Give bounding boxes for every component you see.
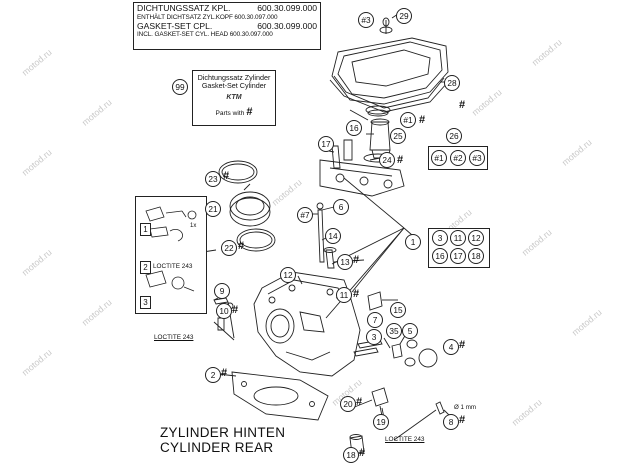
- hash-mark: #: [419, 114, 426, 126]
- brand-logo: KTM: [226, 93, 242, 101]
- hash-mark: #: [221, 367, 228, 379]
- callout: #1: [400, 112, 416, 128]
- kit-parts-mark: #: [246, 106, 253, 119]
- callout: 99: [172, 79, 188, 95]
- callout: 16: [432, 248, 448, 264]
- intake-boot-drawing: [229, 191, 271, 221]
- callout: 2: [205, 367, 221, 383]
- callout: 10: [216, 303, 232, 319]
- dimension-label: Ø 1 mm: [454, 404, 477, 411]
- callout: #3: [358, 12, 374, 28]
- inset-step-1: 1: [140, 223, 151, 236]
- callout: 28: [444, 75, 460, 91]
- callout: 12: [280, 267, 296, 283]
- section-title-en: CYLINDER REAR: [160, 440, 274, 455]
- callout: 18: [468, 248, 484, 264]
- head-gasket-drawing: [231, 371, 329, 421]
- inset-mark-1x: 1x: [190, 223, 197, 229]
- hose-clamp-drawing: [218, 160, 258, 184]
- hose-clamp-drawing: [236, 228, 276, 252]
- callout: 22: [221, 240, 237, 256]
- hash-mark: #: [356, 396, 363, 408]
- callout: 1: [405, 234, 421, 250]
- hash-mark: #: [359, 447, 366, 459]
- header-line1-value: 600.30.099.000: [257, 3, 317, 13]
- callout: 13: [337, 254, 353, 270]
- callout: 15: [390, 302, 406, 318]
- callout: #1: [431, 150, 447, 166]
- callout: 11: [336, 287, 352, 303]
- inset-loctite-label: LOCTITE 243: [153, 263, 193, 270]
- hash-mark: #: [353, 254, 360, 266]
- callout: 3: [432, 230, 448, 246]
- callout: 7: [367, 312, 383, 328]
- header-line4: INCL. GASKET-SET CYL. HEAD 600.30.097.00…: [137, 31, 273, 39]
- section-title-de: ZYLINDER HINTEN: [160, 425, 286, 440]
- hash-mark: #: [223, 170, 230, 182]
- callout: 20: [340, 396, 356, 412]
- header-line1-label: DICHTUNGSSATZ KPL.: [137, 3, 231, 13]
- hash-mark: #: [353, 288, 360, 300]
- callout: 8: [443, 414, 459, 430]
- loctite-label-bottom: LOCTITE 243: [385, 436, 425, 443]
- callout: 11: [450, 230, 466, 246]
- callout: 9: [214, 283, 230, 299]
- callout: 19: [373, 414, 389, 430]
- callout: 21: [205, 201, 221, 217]
- hash-mark: #: [238, 240, 245, 252]
- gasket-kit-box: Dichtungssatz Zylinder Gasket-Set Cylind…: [192, 70, 276, 126]
- hash-mark: #: [459, 99, 466, 111]
- callout: 23: [205, 171, 221, 187]
- kit-title-en: Gasket-Set Cylinder: [201, 81, 267, 91]
- hash-mark: #: [459, 339, 466, 351]
- gasket-set-header: DICHTUNGSSATZ KPL. 600.30.099.000 ENTHÄLT…: [133, 2, 321, 50]
- callout: 16: [346, 120, 362, 136]
- loctite-label-left: LOCTITE 243: [154, 334, 194, 341]
- callout: 14: [325, 228, 341, 244]
- inset-step-3: 3: [140, 296, 151, 309]
- callout: 4: [443, 339, 459, 355]
- callout: 18: [343, 447, 359, 463]
- hash-mark: #: [459, 414, 466, 426]
- callout: 17: [318, 136, 334, 152]
- callout: 17: [450, 248, 466, 264]
- callout: #3: [469, 150, 485, 166]
- callout: 26: [446, 128, 462, 144]
- hash-mark: #: [397, 154, 404, 166]
- callout: 12: [468, 230, 484, 246]
- callout: 35: [386, 323, 402, 339]
- camshaft-carrier-drawing: [319, 159, 405, 197]
- header-line3-label: GASKET-SET CPL.: [137, 20, 213, 31]
- kit-parts-label: Parts with: [215, 110, 245, 118]
- header-line3-value: 600.30.099.000: [257, 20, 317, 31]
- hash-mark: #: [232, 304, 239, 316]
- inset-step-2: 2: [140, 261, 151, 274]
- section-title: ZYLINDER HINTEN CYLINDER REAR: [160, 425, 285, 455]
- callout: 5: [402, 323, 418, 339]
- kit-parts-note: Parts with#: [193, 106, 275, 119]
- valve-cover-drawing: [331, 37, 449, 105]
- callout: 3: [366, 329, 382, 345]
- callout: 6: [333, 199, 349, 215]
- callout: 25: [390, 128, 406, 144]
- cylinder-head-drawing: [253, 271, 361, 377]
- header-line2: ENTHÄLT DICHTSATZ ZYL.KOPF 600.30.097.00…: [137, 13, 278, 21]
- spark-plug-tube-drawing: [369, 121, 391, 151]
- callout: 29: [396, 8, 412, 24]
- callout: 24: [379, 152, 395, 168]
- kit-title-de: Dichtungssatz Zylinder: [197, 73, 271, 82]
- callout: #7: [297, 207, 313, 223]
- inset-drawing: [145, 206, 197, 292]
- callout: #2: [450, 150, 466, 166]
- valve-cover-gasket-drawing: [329, 79, 449, 113]
- installation-inset: 1 2 3 LOCTITE 243 1x: [135, 196, 207, 314]
